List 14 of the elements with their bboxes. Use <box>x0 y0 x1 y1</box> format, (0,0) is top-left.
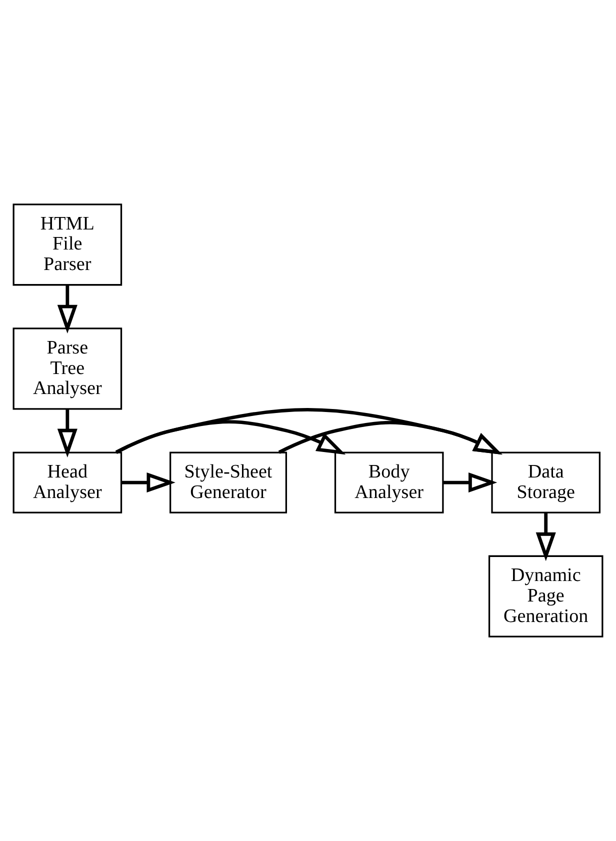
arrow <box>536 513 556 562</box>
arrow <box>57 408 78 458</box>
node-box: Dynamic Page Generation <box>488 555 604 638</box>
node-box: Parse Tree Analyser <box>12 328 122 410</box>
arrow <box>442 472 498 493</box>
arrow <box>57 285 78 334</box>
arrow <box>278 420 502 455</box>
arrow <box>115 408 502 455</box>
node-box: Head Analyser <box>12 452 122 514</box>
node-box: Data Storage <box>491 452 601 514</box>
node-box: Style-Sheet Generator <box>170 452 287 514</box>
node-box: HTML File Parser <box>12 204 122 286</box>
node-box: Body Analyser <box>334 452 444 514</box>
arrow <box>121 472 176 493</box>
